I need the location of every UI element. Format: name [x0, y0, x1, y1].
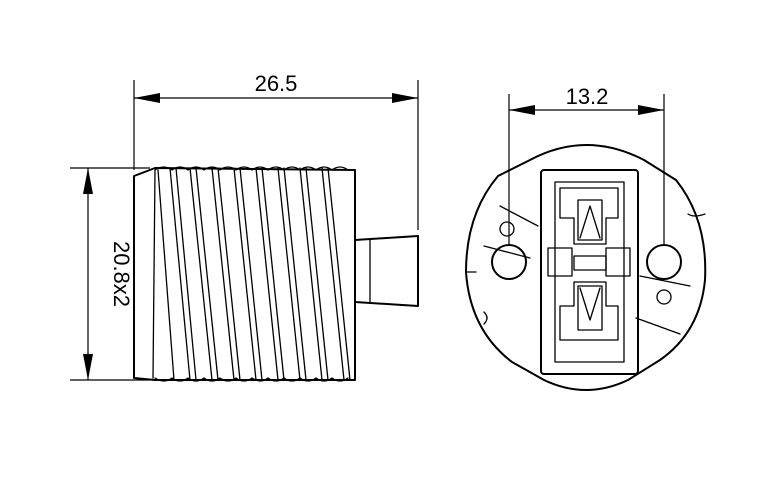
dimension-length-label: 26.5 [255, 71, 298, 96]
thread-lines [152, 166, 351, 382]
side-view [133, 166, 419, 382]
pin-hole-left [491, 244, 527, 280]
dimension-length: 26.5 [133, 71, 419, 230]
upper-contact [559, 187, 619, 245]
small-hole-right [656, 289, 672, 305]
pin-hole-right [646, 244, 682, 280]
middle-block-center [573, 255, 607, 271]
dimension-thread: 20.8x2 [70, 167, 150, 381]
end-shaft [354, 235, 419, 307]
dimension-pin-spacing: 13.2 [508, 84, 665, 245]
dimension-pin-spacing-label: 13.2 [566, 84, 609, 109]
middle-block-left [547, 247, 573, 277]
dimension-thread-label: 20.8x2 [109, 241, 134, 307]
threaded-body-outline [133, 167, 356, 381]
right-notch [687, 213, 706, 217]
lower-contact [559, 281, 619, 341]
middle-block-right [605, 247, 631, 277]
socket-housing [540, 169, 639, 375]
front-view [465, 144, 707, 391]
socket-inner-frame [554, 181, 625, 363]
left-lower-notch [483, 311, 488, 325]
small-hole-left [499, 221, 515, 237]
